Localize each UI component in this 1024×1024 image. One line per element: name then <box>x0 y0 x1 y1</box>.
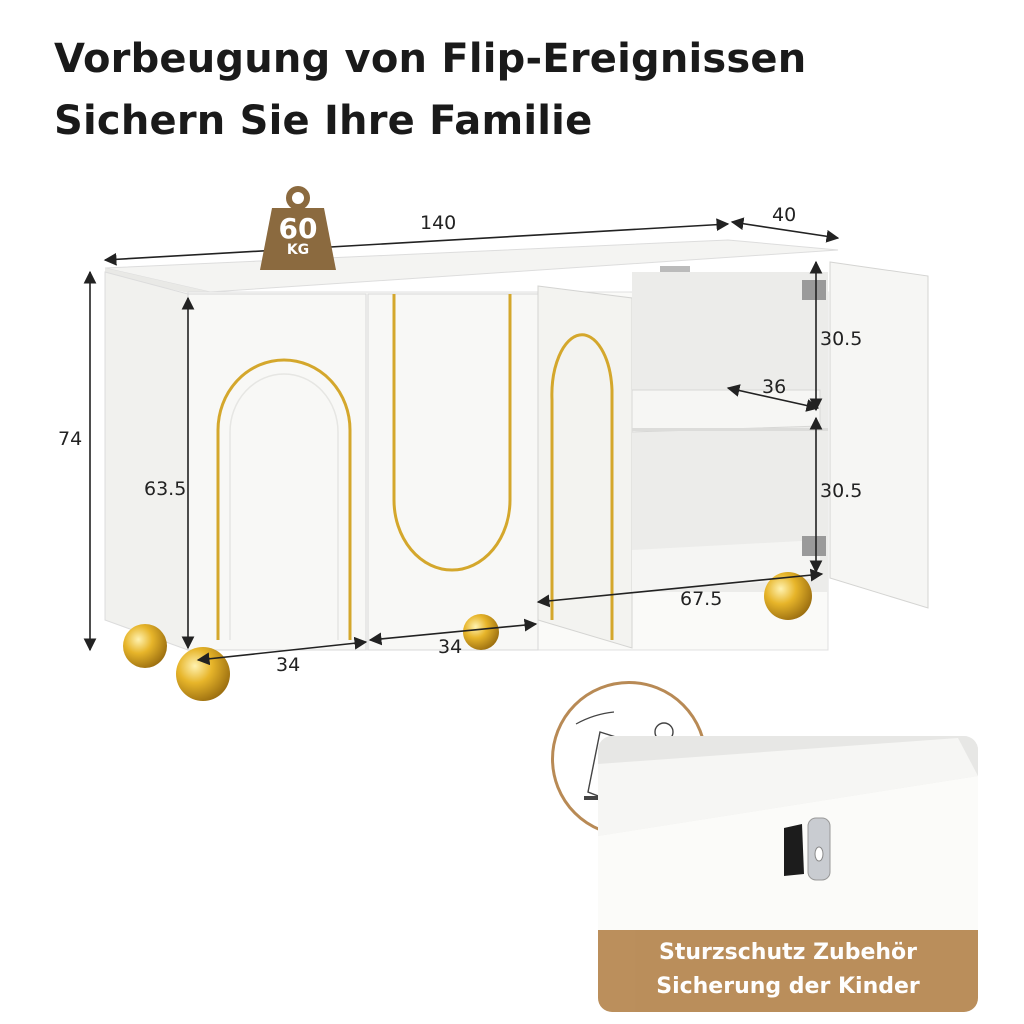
banner-line-2: Sicherung der Kinder <box>656 974 920 999</box>
door-middle <box>367 293 539 651</box>
dimension-compartment-lower: 30.5 <box>820 480 863 502</box>
anti-tip-detail-panel: Sturzschutz Zubehör Sicherung der Kinder <box>598 736 978 1012</box>
door-open-left <box>537 285 633 649</box>
weight-value: 60 <box>278 212 318 245</box>
headline-line-2: Sichern Sie Ihre Familie <box>54 98 593 144</box>
sideboard-illustration <box>83 217 929 701</box>
dimension-door-width-middle: 34 <box>438 636 463 658</box>
door-left <box>187 293 367 651</box>
weight-icon <box>260 186 336 270</box>
dimension-shelf-depth: 36 <box>762 376 787 398</box>
cabinet-side-panel <box>104 271 189 651</box>
dimension-inner-width: 67.5 <box>680 588 723 610</box>
weight-unit: KG <box>286 242 310 258</box>
dimension-width: 140 <box>420 212 457 234</box>
dimension-depth: 40 <box>772 204 797 226</box>
dimension-door-height: 63.5 <box>144 478 187 500</box>
weight-capacity-badge: 60 KG <box>258 186 338 272</box>
banner-line-1: Sturzschutz Zubehör <box>658 940 918 965</box>
cabinet-interior <box>631 266 828 592</box>
headline-line-1: Vorbeugung von Flip-Ereignissen <box>54 36 807 82</box>
dimension-lines <box>83 217 840 666</box>
detail-banner: Sturzschutz Zubehör Sicherung der Kinder <box>598 930 978 1012</box>
hinge-icon <box>802 280 826 300</box>
dimension-compartment-upper: 30.5 <box>820 328 863 350</box>
hinge-icon <box>802 536 826 556</box>
dimension-height: 74 <box>58 428 83 450</box>
dimension-door-width-left: 34 <box>276 654 301 676</box>
